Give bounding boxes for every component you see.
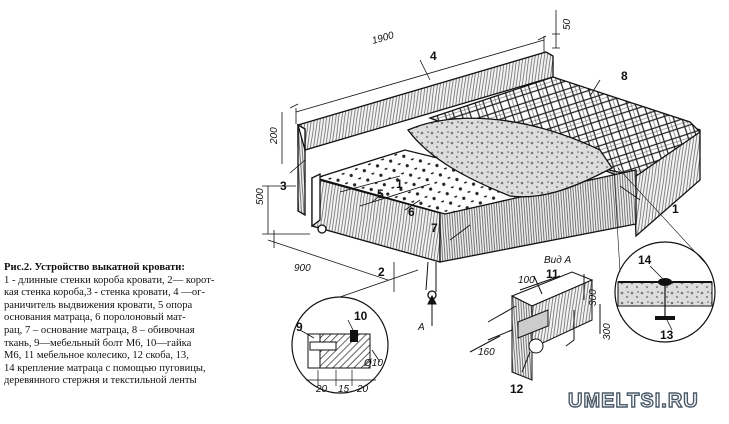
- label-13: 13: [660, 328, 674, 342]
- label-4: 4: [430, 49, 437, 63]
- caption-line: основания матраца, 6 поролоновый мат-: [4, 312, 186, 324]
- label-3: 3: [280, 179, 287, 193]
- wheel-left: [317, 224, 327, 234]
- caption-line: рац, 7 – основание матраца, 8 – обивочна…: [4, 324, 195, 336]
- dim-160: 160: [478, 347, 495, 358]
- dim-300-b: 300: [602, 323, 613, 340]
- caption-line: раничитель выдвижения кровати, 5 опора: [4, 299, 193, 311]
- dim-50: 50: [562, 18, 573, 30]
- detail-bolt: [291, 269, 419, 394]
- dim-20-a: 20: [315, 384, 328, 395]
- caption-line: М6, 11 мебельное колесико, 12 скоба, 13,: [4, 350, 189, 362]
- view-a-arrow-label: A: [417, 322, 425, 333]
- dim-diameter-10: Ø10: [363, 358, 383, 369]
- foam-mattress: [406, 117, 613, 198]
- figure-caption: Рис.2. Устройство выкатной кровати: 1 - …: [4, 262, 240, 388]
- site-watermark: UMELTSI.RU: [567, 389, 699, 412]
- leader-lines: [289, 59, 641, 241]
- bed-frame: [296, 51, 702, 300]
- caption-line: 1 - длинные стенки короба кровати, 2— ко…: [4, 274, 215, 286]
- caption-line: кая стенка короба,3 - стенка кровати, 4 …: [4, 287, 205, 299]
- label-6: 6: [408, 205, 415, 219]
- detail-view-a: [469, 271, 601, 381]
- label-11: 11: [546, 267, 559, 281]
- caption-line: 14 крепление матраца с помощью пуговицы,: [4, 362, 206, 374]
- label-7: 7: [431, 221, 438, 235]
- dim-15: 15: [338, 384, 350, 395]
- label-1-inner: 1: [396, 177, 403, 191]
- dim-500: 500: [255, 188, 266, 205]
- dim-300-a: 300: [588, 289, 599, 306]
- detail-button-mount: [613, 167, 716, 343]
- dim-900: 900: [294, 263, 311, 274]
- caption-line: деревянного стержня и текстильной ленты: [4, 375, 197, 387]
- view-a-arrow: [427, 294, 437, 326]
- label-10: 10: [354, 309, 368, 323]
- dimension-lines: [262, 10, 560, 292]
- dim-1900: 1900: [371, 30, 396, 47]
- caption-title: Рис.2. Устройство выкатной кровати:: [4, 262, 185, 273]
- label-12: 12: [510, 382, 524, 396]
- dim-200: 200: [269, 127, 280, 145]
- watermark-text: UMELTSI.RU: [568, 390, 699, 412]
- label-9: 9: [296, 320, 303, 334]
- view-a-title: Вид А: [544, 255, 572, 266]
- dim-100: 100: [518, 275, 535, 286]
- caption-line: ткань, 9—мебельный болт М6, 10—гайка: [4, 337, 192, 349]
- dim-20-b: 20: [356, 384, 369, 395]
- label-8: 8: [621, 69, 628, 83]
- label-1: 1: [672, 202, 679, 216]
- label-5: 5: [377, 187, 384, 201]
- label-14: 14: [638, 253, 652, 267]
- label-2: 2: [378, 265, 385, 279]
